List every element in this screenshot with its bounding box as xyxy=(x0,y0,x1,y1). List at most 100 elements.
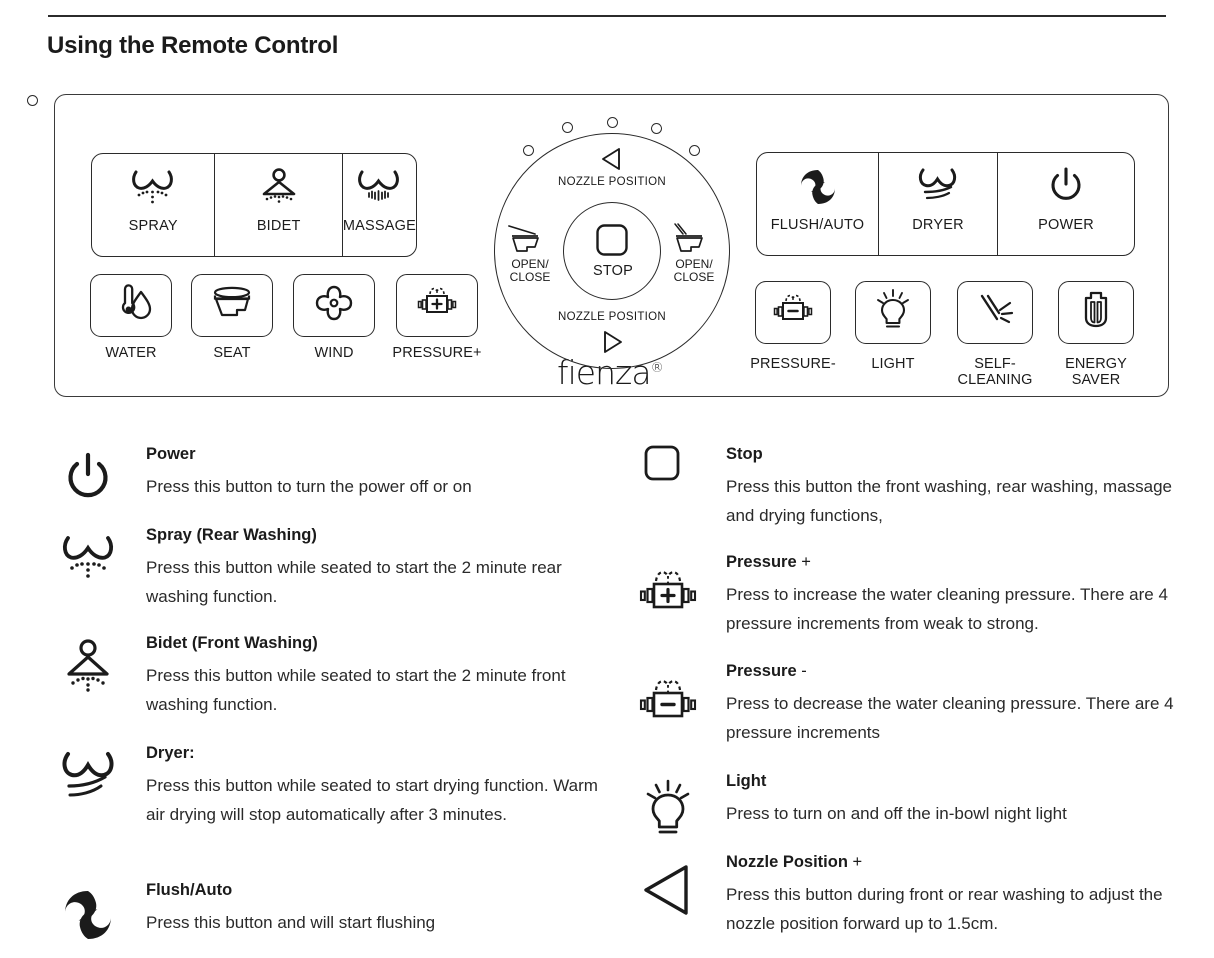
water-button-label: WATER xyxy=(105,345,157,361)
stop-square-icon xyxy=(595,223,629,257)
seat-button[interactable] xyxy=(191,274,273,337)
legend-body-flush-auto: Press this button and will start flushin… xyxy=(146,913,436,932)
spray-button[interactable]: SPRAY xyxy=(92,154,216,256)
seat-icon xyxy=(209,286,255,325)
legend-title-power: Power xyxy=(146,445,196,463)
legend-title-light: Light xyxy=(726,772,767,790)
wind-button[interactable] xyxy=(293,274,375,337)
water-temperature-icon xyxy=(110,284,152,327)
lid-open-close-left-label: OPEN/ CLOSE xyxy=(499,257,561,285)
water-button[interactable] xyxy=(90,274,172,337)
pressure-plus-button[interactable] xyxy=(396,274,478,337)
legend-title-pressure-minus-text: Pressure xyxy=(726,662,797,680)
stop-icon xyxy=(632,443,692,483)
open-close-right-line2: CLOSE xyxy=(673,270,715,285)
massage-button-label: MASSAGE xyxy=(342,218,416,234)
power-icon xyxy=(52,443,124,515)
lid-open-close-left-button[interactable] xyxy=(505,222,553,256)
lid-open-close-right-label: OPEN/ CLOSE xyxy=(663,257,725,285)
power-button-label: POWER xyxy=(1038,217,1094,233)
energy-saver-button-label: ENERGY SAVER xyxy=(1041,356,1151,388)
header-divider xyxy=(48,15,1166,17)
pressure-plus-icon xyxy=(412,283,462,328)
flush-auto-button[interactable]: FLUSH/AUTO xyxy=(757,153,879,255)
self-cleaning-button-label: SELF- CLEANING xyxy=(940,356,1050,388)
pressure-plus-button-label: PRESSURE+ xyxy=(392,345,482,361)
self-cleaning-button[interactable] xyxy=(957,281,1033,344)
light-button-label: LIGHT xyxy=(871,356,915,372)
pressure-minus-icon xyxy=(632,666,704,738)
led-indicator-2 xyxy=(562,122,573,133)
dial-outer-ring xyxy=(494,133,730,369)
legend-body-stop: Press this button the front washing, rea… xyxy=(726,477,1173,525)
seat-button-label: SEAT xyxy=(213,345,251,361)
legend-body-pressure-plus: Press to increase the water cleaning pre… xyxy=(726,585,1168,633)
led-indicator-3 xyxy=(607,117,618,128)
flush-auto-icon xyxy=(52,879,124,951)
power-button[interactable]: POWER xyxy=(998,153,1134,255)
bidet-button[interactable]: BIDET xyxy=(215,154,343,256)
dryer-button[interactable]: DRYER xyxy=(879,153,998,255)
legend-body-bidet: Press this button while seated to start … xyxy=(146,666,566,714)
legend-title-pressure-minus-suffix: - xyxy=(801,662,807,680)
spray-icon xyxy=(130,168,176,213)
light-button[interactable] xyxy=(855,281,931,344)
nozzle-position-down-button[interactable] xyxy=(597,330,627,354)
open-close-left-line1: OPEN/ xyxy=(511,257,549,271)
self-cleaning-icon xyxy=(975,291,1015,334)
bidet-button-label: BIDET xyxy=(256,218,301,234)
massage-button[interactable]: MASSAGE xyxy=(343,154,416,256)
nozzle-position-up-button[interactable] xyxy=(597,147,627,171)
light-bulb-icon xyxy=(632,774,704,846)
pressure-minus-button-label: PRESSURE- xyxy=(750,356,836,372)
legend-title-spray: Spray (Rear Washing) xyxy=(146,526,317,544)
legend-body-pressure-minus: Press to decrease the water cleaning pre… xyxy=(726,694,1174,742)
wind-icon xyxy=(314,284,354,327)
stop-button[interactable] xyxy=(563,202,661,300)
legend-title-pressure-plus-text: Pressure xyxy=(726,553,797,571)
legend-title-bidet: Bidet (Front Washing) xyxy=(146,634,318,652)
legend-title-pressure-plus-suffix: + xyxy=(801,553,811,571)
stop-label: STOP xyxy=(592,263,634,279)
bidet-icon xyxy=(52,632,124,704)
energy-saver-label-line2: SAVER xyxy=(1071,372,1121,389)
nozzle-position-top-label: NOZZLE POSITION xyxy=(557,176,666,188)
open-close-left-line2: CLOSE xyxy=(509,270,551,285)
bidet-icon xyxy=(256,168,302,213)
legend-body-nozzle-position: Press this button during front or rear w… xyxy=(726,885,1163,933)
pressure-minus-button[interactable] xyxy=(755,281,831,344)
flush-auto-icon xyxy=(798,167,838,212)
legend-title-pressure-plus: Pressure + xyxy=(726,553,811,572)
led-indicator-5 xyxy=(689,145,700,156)
legend-title-flush-auto: Flush/Auto xyxy=(146,881,233,899)
led-indicator-4 xyxy=(651,123,662,134)
self-cleaning-label-line1: SELF- xyxy=(974,356,1016,372)
led-indicator-1 xyxy=(523,145,534,156)
flush-auto-button-label: FLUSH/AUTO xyxy=(770,217,865,233)
legend-title-pressure-minus: Pressure - xyxy=(726,662,807,681)
legend-title-nozzle-position-text: Nozzle Position xyxy=(726,853,848,871)
brand-registered-mark: ® xyxy=(650,361,664,376)
legend-title-nozzle-position: Nozzle Position + xyxy=(726,853,862,872)
dryer-icon xyxy=(915,167,961,212)
legend-title-dryer: Dryer: xyxy=(146,744,195,762)
lid-open-close-right-button[interactable] xyxy=(669,222,717,256)
legend-title-stop: Stop xyxy=(726,445,763,463)
right-top-button-group: FLUSH/AUTO DRYER POWER xyxy=(756,152,1135,256)
energy-saver-label-line1: ENERGY xyxy=(1065,356,1127,372)
spray-icon xyxy=(52,524,124,596)
nozzle-position-left-arrow-icon xyxy=(632,855,704,927)
energy-saver-button[interactable] xyxy=(1058,281,1134,344)
page-title: Using the Remote Control xyxy=(47,32,339,59)
spray-button-label: SPRAY xyxy=(128,218,178,234)
dryer-button-label: DRYER xyxy=(912,217,964,233)
pressure-plus-icon xyxy=(632,557,704,629)
nozzle-position-bottom-label: NOZZLE POSITION xyxy=(557,311,666,323)
legend-body-power: Press this button to turn the power off … xyxy=(146,477,472,496)
legend-body-light: Press to turn on and off the in-bowl nig… xyxy=(726,804,1067,823)
legend-body-spray: Press this button while seated to start … xyxy=(146,558,562,606)
legend-body-dryer: Press this button while seated to start … xyxy=(146,776,598,824)
left-top-button-group: SPRAY BIDET xyxy=(91,153,417,257)
open-close-right-line1: OPEN/ xyxy=(675,257,713,271)
legend-title-nozzle-position-suffix: + xyxy=(852,853,863,871)
